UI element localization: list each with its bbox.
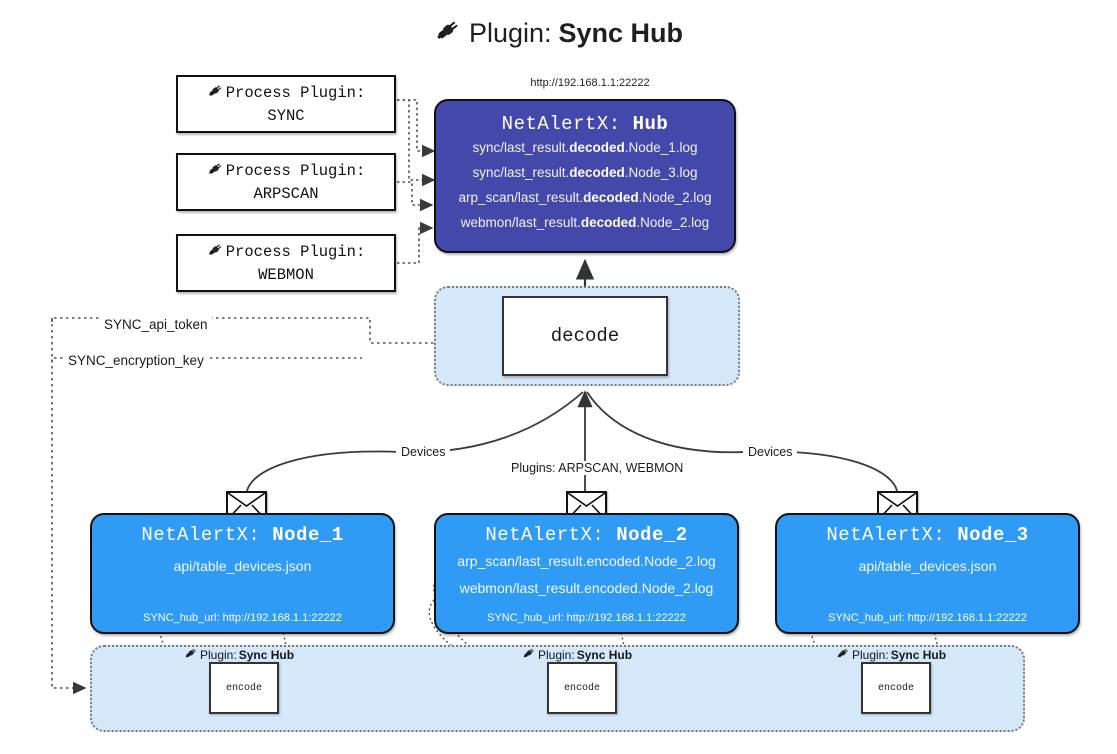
plug-icon <box>522 646 536 663</box>
hub-log-line: webmon/last_result.decoded.Node_2.log <box>436 210 734 235</box>
node-line: arp_scan/last_result.encoded.Node_2.log <box>457 553 716 569</box>
node-footer: SYNC_hub_url: http://192.168.1.1:22222 <box>143 612 342 624</box>
decode-box[interactable]: decode <box>502 296 668 376</box>
log-pre: webmon/last_result. <box>460 215 581 230</box>
node-title-prefix: NetAlertX: <box>826 524 946 546</box>
hub-title-name: Hub <box>632 113 669 135</box>
hub-log-line: sync/last_result.decoded.Node_1.log <box>436 135 734 160</box>
node-box-1[interactable]: NetAlertX: Node_1 api/table_devices.json… <box>90 513 395 634</box>
process-plugin-webmon[interactable]: Process Plugin: WEBMON <box>176 234 396 292</box>
encoder-label-3: Plugin: Sync Hub <box>836 646 946 663</box>
page-title: Plugin: Sync Hub <box>0 16 1117 51</box>
node-line: api/table_devices.json <box>858 558 997 574</box>
wire-keys-to-encoders <box>51 318 87 695</box>
node-line: api/table_devices.json <box>173 558 312 574</box>
log-pre: sync/last_result. <box>472 165 570 180</box>
node-title-prefix: NetAlertX: <box>485 524 605 546</box>
encoder-label-name: Sync Hub <box>576 647 633 662</box>
log-mid: decoded <box>580 215 637 230</box>
plug-icon <box>207 82 224 106</box>
encoder-label-2: Plugin: Sync Hub <box>522 646 632 663</box>
plug-icon <box>207 160 224 184</box>
node-line: webmon/last_result.encoded.Node_2.log <box>459 580 714 596</box>
process-plugin-arpscan[interactable]: Process Plugin: ARPSCAN <box>176 153 396 211</box>
encode-box-3[interactable]: encode <box>861 662 931 714</box>
label-devices-right: Devices <box>743 445 798 459</box>
node-box-2[interactable]: NetAlertX: Node_2 arp_scan/last_result.e… <box>434 513 739 634</box>
wire-webmon-to-hub <box>397 221 434 264</box>
process-plugin-name: ARPSCAN <box>253 184 319 203</box>
log-post: .Node_1.log <box>624 140 698 155</box>
log-pre: arp_scan/last_result. <box>458 190 584 205</box>
title-prefix: Plugin: <box>468 18 552 48</box>
log-mid: decoded <box>569 165 625 180</box>
plug-icon <box>434 16 462 51</box>
process-plugin-name: WEBMON <box>258 265 314 284</box>
process-plugin-label: Process Plugin: <box>225 162 366 180</box>
log-mid: decoded <box>583 190 639 205</box>
node-title: NetAlertX: Node_1 <box>92 524 393 546</box>
title-name: Sync Hub <box>558 18 684 48</box>
encoder-label-prefix: Plugin: <box>538 647 575 662</box>
encoder-label-prefix: Plugin: <box>200 647 237 662</box>
plug-icon <box>836 646 850 663</box>
log-post: .Node_2.log <box>638 190 712 205</box>
wire-sync-to-hub-1 <box>397 99 436 158</box>
hub-log-line: sync/last_result.decoded.Node_3.log <box>436 160 734 185</box>
wire-sync-to-hub-2 <box>397 99 436 187</box>
node-title: NetAlertX: Node_3 <box>777 524 1078 546</box>
plug-icon <box>184 646 198 663</box>
node-title-name: Node_2 <box>616 524 688 546</box>
process-plugin-label: Process Plugin: <box>225 243 366 261</box>
encode-box-2[interactable]: encode <box>547 662 617 714</box>
node-title-name: Node_1 <box>272 524 344 546</box>
encoder-label-name: Sync Hub <box>890 647 947 662</box>
node-footer: SYNC_hub_url: http://192.168.1.1:22222 <box>828 612 1027 624</box>
hub-log-line: arp_scan/last_result.decoded.Node_2.log <box>436 185 734 210</box>
label-plugins-center: Plugins: ARPSCAN, WEBMON <box>506 461 689 475</box>
encoder-label-prefix: Plugin: <box>852 647 889 662</box>
process-plugin-name: SYNC <box>267 106 305 125</box>
node-title: NetAlertX: Node_2 <box>436 524 737 546</box>
wire-arpscan-to-hub <box>397 181 434 212</box>
label-devices-left: Devices <box>396 445 451 459</box>
node-box-3[interactable]: NetAlertX: Node_3 api/table_devices.json… <box>775 513 1080 634</box>
process-plugin-label: Process Plugin: <box>225 84 366 102</box>
encoder-label-1: Plugin: Sync Hub <box>184 646 294 663</box>
process-plugin-sync[interactable]: Process Plugin: SYNC <box>176 75 396 133</box>
wire-node3-devices <box>586 391 898 492</box>
log-mid: decoded <box>569 140 625 155</box>
hub-url: http://192.168.1.1:22222 <box>530 77 650 89</box>
node-footer: SYNC_hub_url: http://192.168.1.1:22222 <box>487 612 686 624</box>
hub-title-prefix: NetAlertX: <box>501 113 621 135</box>
log-post: .Node_2.log <box>636 215 710 230</box>
node-title-name: Node_3 <box>957 524 1029 546</box>
hub-title: NetAlertX: Hub <box>436 113 734 135</box>
label-sync-api-token: SYNC_api_token <box>100 317 212 332</box>
hub-box[interactable]: NetAlertX: Hub sync/last_result.decoded.… <box>434 99 736 253</box>
wire-node1-devices <box>246 391 584 492</box>
label-sync-encryption-key: SYNC_encryption_key <box>64 353 208 368</box>
log-post: .Node_3.log <box>624 165 698 180</box>
node-title-prefix: NetAlertX: <box>141 524 261 546</box>
log-pre: sync/last_result. <box>472 140 570 155</box>
plug-icon <box>207 241 224 265</box>
encoder-label-name: Sync Hub <box>238 647 295 662</box>
encode-box-1[interactable]: encode <box>209 662 279 714</box>
